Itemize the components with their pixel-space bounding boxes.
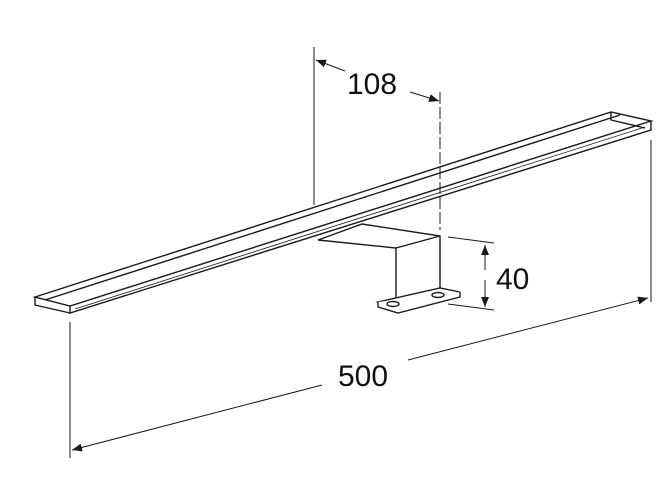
wall-bracket (317, 223, 461, 314)
dimension-108-label: 108 (347, 68, 397, 101)
dimension-500-label: 500 (338, 360, 388, 393)
light-bar (32, 111, 654, 314)
dimension-40-label: 40 (496, 263, 529, 296)
dimension-lines (69, 47, 652, 458)
